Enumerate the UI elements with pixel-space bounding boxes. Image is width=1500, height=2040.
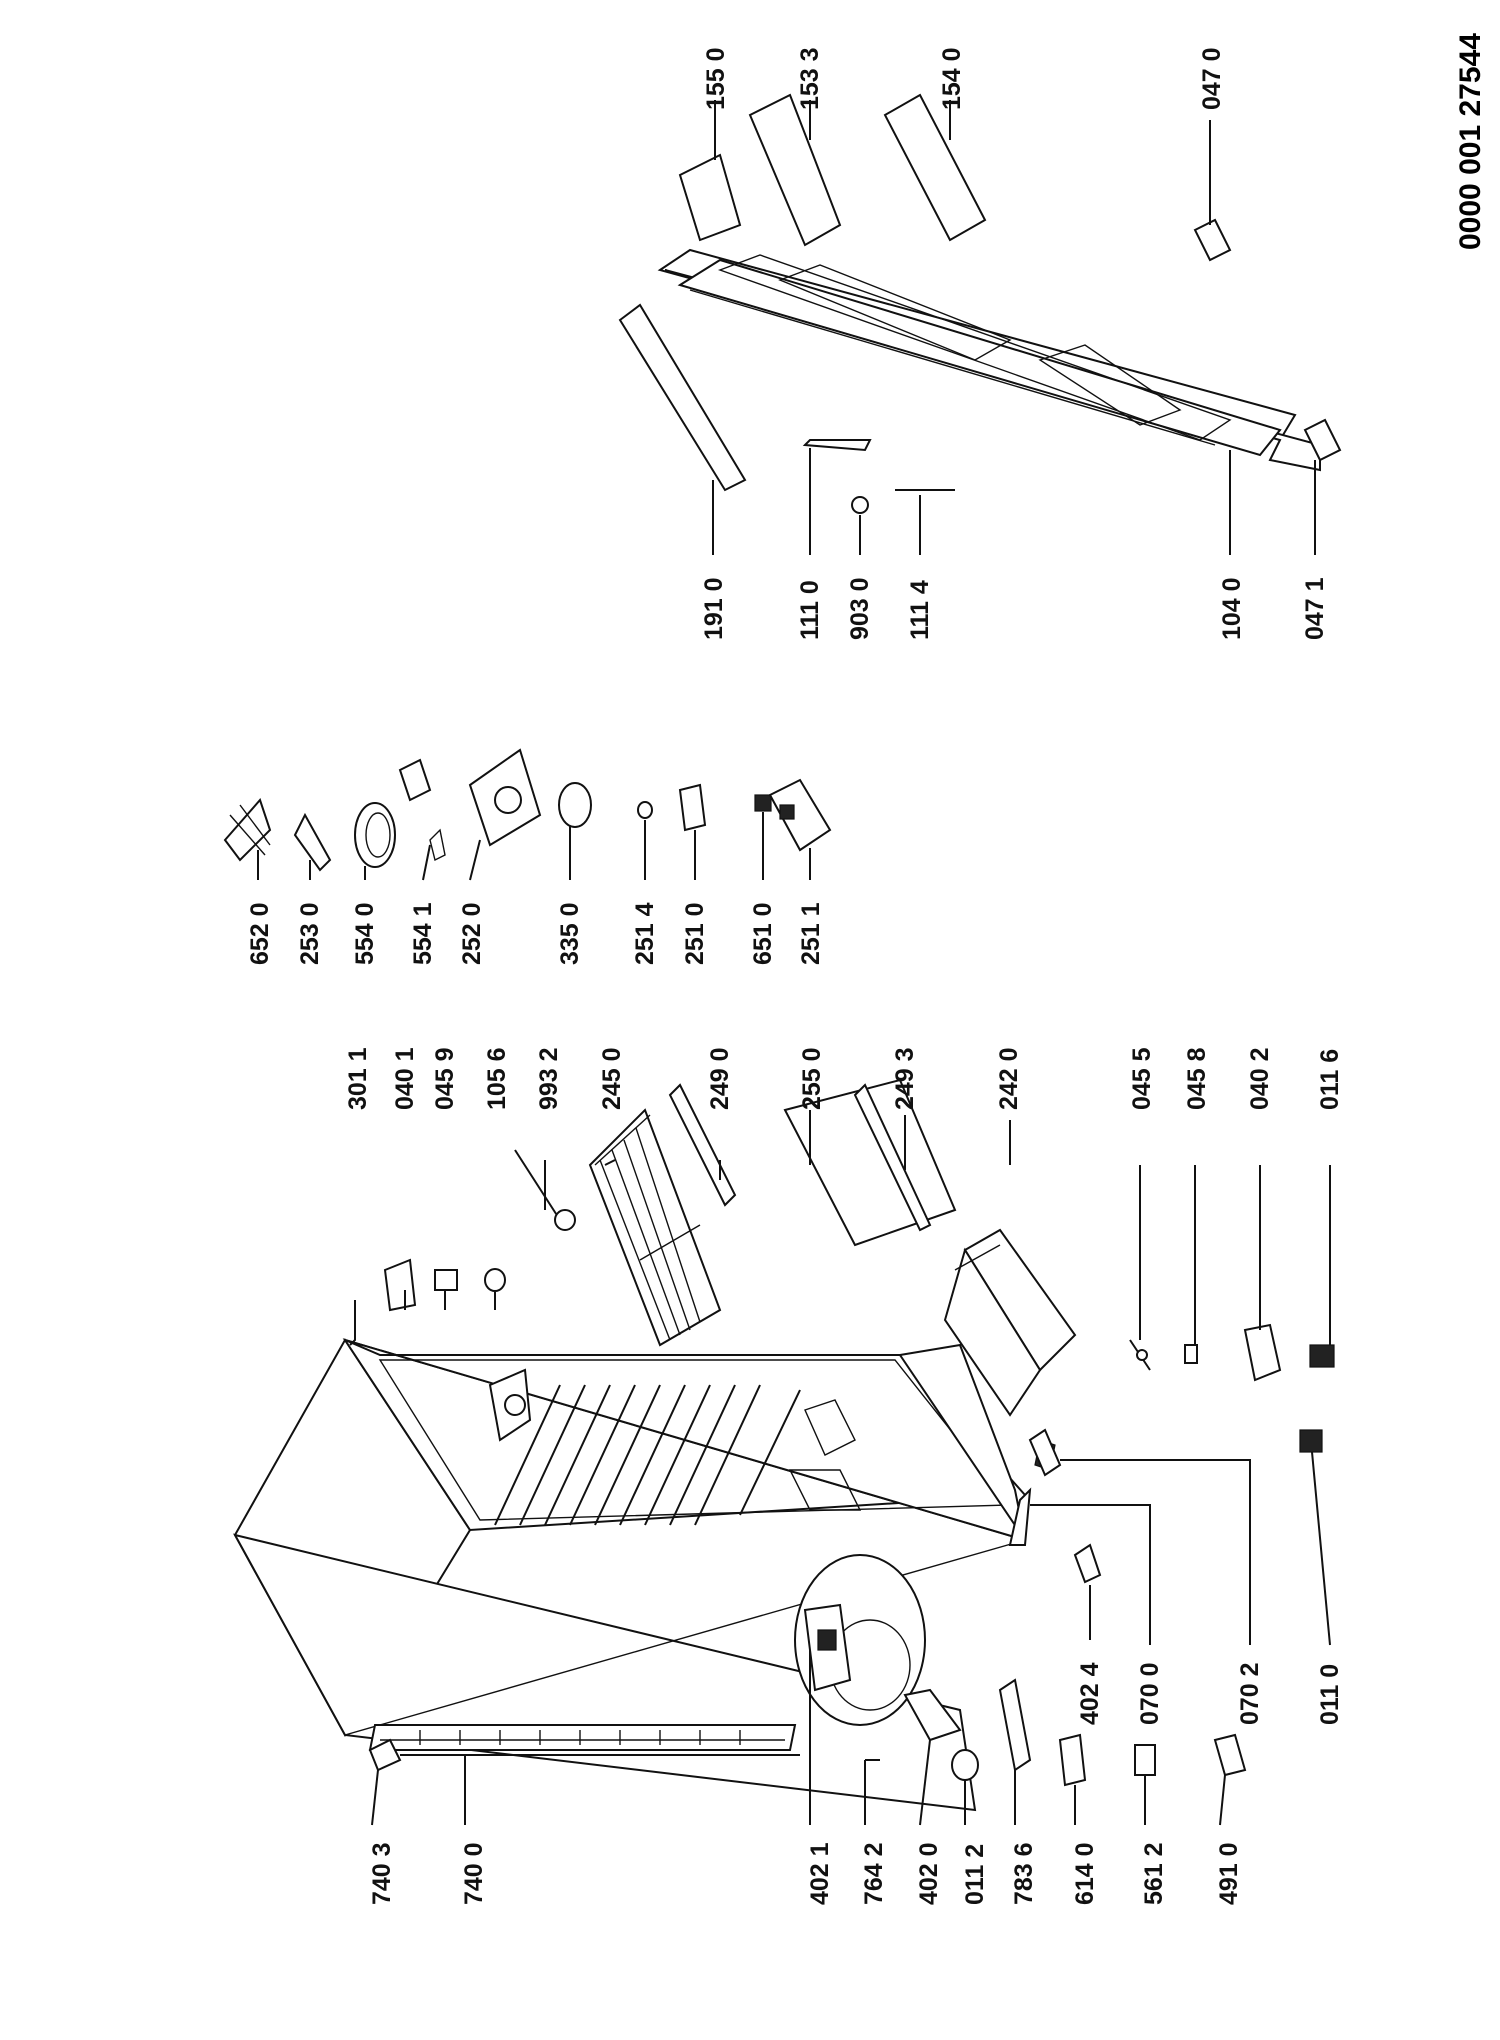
sensor-probe bbox=[514, 1149, 576, 1231]
interior-rails bbox=[494, 1384, 801, 1526]
label-903-0: 903 0 bbox=[846, 577, 874, 640]
label-251-4: 251 4 bbox=[631, 902, 659, 965]
label-554-0: 554 0 bbox=[351, 902, 379, 965]
label-740-3: 740 3 bbox=[368, 1842, 396, 1905]
hardware-045-5 bbox=[1129, 1339, 1151, 1371]
pin bbox=[434, 1269, 458, 1291]
hardware-402-4 bbox=[1073, 1543, 1102, 1584]
part-561-2 bbox=[1134, 1744, 1156, 1776]
label-242-0: 242 0 bbox=[995, 1047, 1023, 1110]
door-handle bbox=[802, 439, 872, 452]
label-047-0: 047 0 bbox=[1198, 47, 1226, 110]
leader-lines bbox=[257, 100, 1331, 1826]
label-045-8: 045 8 bbox=[1183, 1047, 1211, 1110]
lamp-cover bbox=[354, 802, 396, 868]
door-bin-154-0 bbox=[883, 93, 987, 242]
shelf-trim bbox=[668, 1083, 737, 1207]
part-614-0 bbox=[1058, 1733, 1087, 1787]
clip-554-1 bbox=[429, 828, 446, 862]
nut bbox=[484, 1268, 506, 1292]
crisper-drawer bbox=[943, 1228, 1077, 1417]
label-154-0: 154 0 bbox=[938, 47, 966, 110]
thermostat-251-0 bbox=[678, 783, 707, 832]
lamp-clip bbox=[398, 758, 432, 802]
label-104-0: 104 0 bbox=[1218, 577, 1246, 640]
label-764-2: 764 2 bbox=[860, 1842, 888, 1905]
label-045-9: 045 9 bbox=[431, 1047, 459, 1110]
door-hinge-pin bbox=[851, 496, 869, 514]
label-652-0: 652 0 bbox=[246, 902, 274, 965]
label-249-3: 249 3 bbox=[891, 1047, 919, 1110]
label-491-0: 491 0 bbox=[1215, 1842, 1243, 1905]
label-740-0: 740 0 bbox=[460, 1842, 488, 1905]
glass-shelf-trim bbox=[853, 1083, 932, 1232]
label-402-1: 402 1 bbox=[806, 1842, 834, 1905]
label-255-0: 255 0 bbox=[798, 1047, 826, 1110]
egg-tray bbox=[678, 153, 742, 242]
door-gasket bbox=[618, 303, 747, 492]
label-251-0: 251 0 bbox=[681, 902, 709, 965]
label-040-1: 040 1 bbox=[391, 1047, 419, 1110]
wiring-harness bbox=[223, 798, 272, 862]
label-651-0: 651 0 bbox=[749, 902, 777, 965]
door-hinge-top bbox=[1193, 218, 1232, 262]
hardware-045-8 bbox=[1184, 1344, 1198, 1364]
label-402-0: 402 0 bbox=[915, 1842, 943, 1905]
label-402-4: 402 4 bbox=[1076, 1662, 1104, 1725]
label-040-2: 040 2 bbox=[1246, 1047, 1274, 1110]
label-011-2: 011 2 bbox=[961, 1844, 989, 1905]
thermostat-housing bbox=[468, 748, 542, 847]
knob-insert bbox=[637, 801, 653, 819]
part-491-0 bbox=[1213, 1733, 1247, 1777]
part-783-6 bbox=[998, 1678, 1032, 1772]
label-253-0: 253 0 bbox=[296, 902, 324, 965]
control-box bbox=[768, 778, 832, 852]
label-011-6: 011 6 bbox=[1316, 1049, 1344, 1110]
label-191-0: 191 0 bbox=[700, 577, 728, 640]
label-111-4: 111 4 bbox=[906, 580, 934, 640]
label-070-2: 070 2 bbox=[1236, 1662, 1264, 1725]
coil-hinge bbox=[368, 1738, 402, 1772]
label-111-0: 111 0 bbox=[796, 580, 824, 640]
part-651-0 bbox=[754, 794, 772, 812]
compressor bbox=[794, 1554, 962, 1742]
hardware-040-2 bbox=[1243, 1323, 1282, 1382]
label-249-0: 249 0 bbox=[706, 1047, 734, 1110]
label-105-6: 105 6 bbox=[483, 1047, 511, 1110]
label-783-6: 783 6 bbox=[1010, 1842, 1038, 1905]
drawer-stop bbox=[1028, 1428, 1062, 1477]
label-251-1: 251 1 bbox=[797, 902, 825, 965]
label-335-0: 335 0 bbox=[556, 902, 584, 965]
lamp-holder bbox=[293, 812, 332, 872]
label-614-0: 614 0 bbox=[1071, 1842, 1099, 1905]
label-011-0: 011 0 bbox=[1316, 1664, 1344, 1725]
condenser-coil bbox=[368, 1724, 800, 1756]
label-252-0: 252 0 bbox=[458, 902, 486, 965]
hardware-011-6 bbox=[1309, 1344, 1335, 1368]
door-panel bbox=[657, 248, 1321, 472]
label-554-1: 554 1 bbox=[409, 902, 437, 965]
door-bin-153-3 bbox=[748, 93, 842, 247]
hardware-011-0 bbox=[1299, 1429, 1323, 1453]
label-045-5: 045 5 bbox=[1128, 1047, 1156, 1110]
thermostat-knob bbox=[558, 782, 592, 828]
label-301-1: 301 1 bbox=[344, 1047, 372, 1110]
document-number: 0000 001 27544 bbox=[1454, 33, 1487, 250]
label-047-1: 047 1 bbox=[1301, 577, 1329, 640]
label-155-0: 155 0 bbox=[702, 47, 730, 110]
label-993-2: 993 2 bbox=[535, 1047, 563, 1110]
label-561-2: 561 2 bbox=[1140, 1842, 1168, 1905]
wire-shelf bbox=[588, 1108, 722, 1347]
label-070-0: 070 0 bbox=[1136, 1662, 1164, 1725]
part-labels: 740 3 740 0 402 1 764 2 402 0 011 2 783 … bbox=[246, 47, 1344, 1905]
label-153-3: 153 3 bbox=[796, 47, 824, 110]
label-245-0: 245 0 bbox=[598, 1047, 626, 1110]
door-hinge-bottom bbox=[1303, 418, 1342, 462]
part-011-2 bbox=[951, 1749, 979, 1781]
bracket bbox=[383, 1258, 417, 1312]
